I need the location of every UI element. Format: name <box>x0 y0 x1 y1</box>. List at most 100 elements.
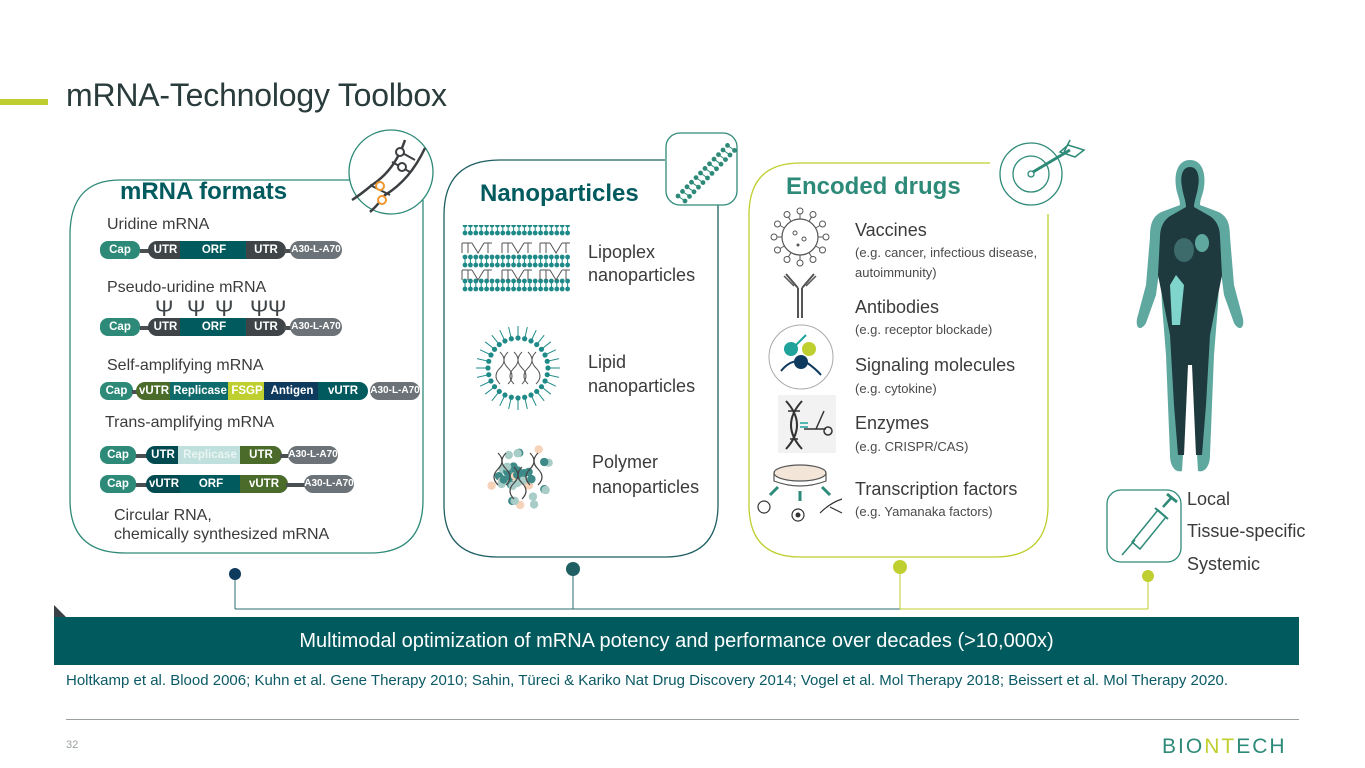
segment-cap: Cap <box>100 318 140 336</box>
drug-icons <box>757 207 843 522</box>
drug-detail-vaccines-2: autoimmunity) <box>855 265 937 280</box>
drug-name-enzymes: Enzymes <box>855 413 930 433</box>
connector-dot-encoded-drugs <box>893 560 907 574</box>
dna-helix-icon <box>348 129 434 215</box>
references: Holtkamp et al. Blood 2006; Kuhn et al. … <box>66 672 1229 689</box>
banner-tab <box>54 605 66 617</box>
target-icon <box>999 139 1086 206</box>
connector-dot-delivery <box>1142 570 1154 582</box>
segment-polya: A30-L-A70 <box>370 382 420 400</box>
virus-icon <box>770 207 830 267</box>
segment-polya: A30-L-A70 <box>288 446 338 464</box>
segment-antigen: Antigen <box>264 382 320 400</box>
page-title: mRNA-Technology Toolbox <box>66 77 447 113</box>
connector-lines <box>234 567 1149 610</box>
drug-name-vaccines: Vaccines <box>855 220 927 240</box>
format-label-circular: Circular RNA, <box>114 507 212 524</box>
psi-icon: Ψ <box>250 296 269 321</box>
format-label-trans-amplifying: Trans-amplifying mRNA <box>105 414 275 431</box>
psi-icon: Ψ <box>215 296 234 321</box>
segment-replicase: Replicase <box>170 382 230 400</box>
mrna-formats-title: mRNA formats <box>120 178 288 205</box>
lipid-nanoparticle-icon <box>476 326 560 410</box>
segment-utr: UTR <box>246 241 286 259</box>
antibody-icon <box>783 273 817 318</box>
nanoparticle-illustrations <box>461 225 570 510</box>
drug-detail-transcription-factors: (e.g. Yamanaka factors) <box>855 504 993 519</box>
segment-utr: UTR <box>148 241 183 259</box>
segment-vutr: vUTR <box>240 475 288 493</box>
connector-dot-formats <box>229 568 241 580</box>
nanoparticle-label-polymer-1: Polymer <box>592 452 659 472</box>
segment-polya: A30-L-A70 <box>304 475 354 493</box>
drug-detail-signaling: (e.g. cytokine) <box>855 381 937 396</box>
construct-trans-amplifying-orf: Cap vUTR ORF vUTR A30-L-A70 <box>100 475 360 495</box>
logo-part-2: NT <box>1204 735 1237 758</box>
segment-utr: UTR <box>246 318 286 336</box>
segment-orf: ORF <box>180 475 242 493</box>
construct-pseudouridine: Cap UTR ORF UTR A30-L-A70 <box>100 318 350 338</box>
segment-cap: Cap <box>100 446 136 464</box>
mrna-formats-panel-border <box>69 179 424 554</box>
segment-orf: ORF <box>180 318 248 336</box>
nanoparticle-label-lipid-2: nanoparticles <box>588 376 696 396</box>
panel-frames <box>69 129 1182 610</box>
syringe-icon <box>1106 489 1182 563</box>
segment-utr: UTR <box>146 446 180 464</box>
title-accent-bar <box>0 99 48 105</box>
psi-modifications: Ψ Ψ Ψ Ψ Ψ <box>155 296 315 321</box>
format-label-pseudouridine: Pseudo-uridine mRNA <box>107 279 267 296</box>
nanoparticles-panel-border <box>443 159 719 558</box>
segment-orf: ORF <box>180 241 248 259</box>
nanoparticle-label-lipoplex-1: Lipoplex <box>588 242 656 262</box>
format-label-uridine: Uridine mRNA <box>107 216 210 233</box>
nanoparticle-label-lipoplex-2: nanoparticles <box>588 265 696 285</box>
drug-name-signaling: Signaling molecules <box>855 355 1016 375</box>
nanoparticles-title: Nanoparticles <box>480 180 639 207</box>
format-label-chemically-synthesized: chemically synthesized mRNA <box>114 526 330 543</box>
logo-part-1: BIO <box>1162 735 1205 758</box>
psi-icon: Ψ <box>155 296 174 321</box>
page-number: 32 <box>66 739 79 751</box>
segment-cap: Cap <box>100 475 136 493</box>
biontech-logo: BIONTECH <box>1162 735 1287 759</box>
cell-reprogramming-icon <box>757 464 843 522</box>
segment-vutr: vUTR <box>136 382 172 400</box>
delivery-route-tissue-specific: Tissue-specific <box>1187 521 1306 541</box>
summary-banner: Multimodal optimization of mRNA potency … <box>54 617 1299 665</box>
encoded-drugs-title: Encoded drugs <box>786 173 961 200</box>
drug-detail-enzymes: (e.g. CRISPR/CAS) <box>855 439 969 454</box>
segment-cap: Cap <box>100 382 133 400</box>
drug-detail-antibodies: (e.g. receptor blockade) <box>855 322 993 337</box>
lipid-bilayer-icon <box>665 132 738 206</box>
segment-fsgp: FSGP <box>228 382 266 400</box>
polymer-nanoparticle-icon <box>487 445 553 510</box>
nanoparticle-label-polymer-2: nanoparticles <box>592 477 700 497</box>
psi-icon: Ψ <box>268 296 287 321</box>
segment-vutr: vUTR <box>146 475 182 493</box>
segment-polya: A30-L-A70 <box>290 318 342 336</box>
encoded-drugs-panel-border <box>748 162 1049 558</box>
construct-self-amplifying: Cap vUTR Replicase FSGP Antigen vUTR A30… <box>100 382 420 402</box>
segment-polya: A30-L-A70 <box>290 241 342 259</box>
psi-icon: Ψ <box>187 296 206 321</box>
segment-utr: UTR <box>240 446 282 464</box>
drug-name-transcription-factors: Transcription factors <box>855 479 1018 499</box>
drug-detail-vaccines: (e.g. cancer, infectious disease, <box>855 245 1038 260</box>
crispr-scissors-icon <box>778 395 836 453</box>
drug-name-antibodies: Antibodies <box>855 297 940 317</box>
delivery-route-local: Local <box>1187 489 1231 509</box>
construct-uridine: Cap UTR ORF UTR A30-L-A70 <box>100 241 350 261</box>
segment-replicase: Replicase <box>178 446 242 464</box>
segment-utr: UTR <box>148 318 183 336</box>
format-label-self-amplifying: Self-amplifying mRNA <box>107 357 264 374</box>
logo-part-3: ECH <box>1236 735 1287 758</box>
footer-divider <box>66 719 1299 720</box>
connector-dot-nanoparticles <box>566 562 580 576</box>
lipoplex-icon <box>461 225 570 292</box>
segment-vutr: vUTR <box>318 382 368 400</box>
human-body-illustration <box>1136 160 1244 472</box>
segment-cap: Cap <box>100 241 140 259</box>
nanoparticle-label-lipid-1: Lipid <box>588 352 627 372</box>
signaling-molecules-icon <box>768 324 834 390</box>
